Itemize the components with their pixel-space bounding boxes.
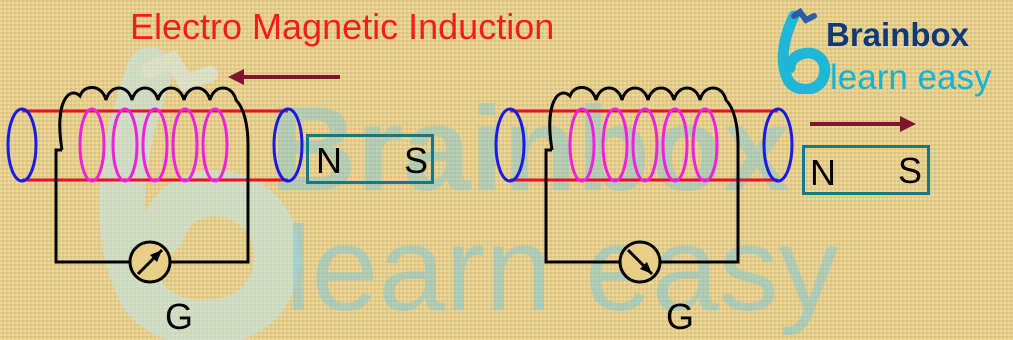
right-coil-loops bbox=[568, 107, 719, 183]
right-galvanometer-icon bbox=[618, 240, 662, 284]
right-pole-north: N bbox=[810, 152, 836, 193]
left-coil-loops bbox=[78, 107, 229, 183]
brainbox-logo-icon bbox=[777, 7, 831, 94]
left-end-ring-left bbox=[6, 107, 38, 183]
left-bar-magnet bbox=[306, 134, 434, 184]
left-circuit-wire-right bbox=[170, 145, 250, 264]
left-winding bbox=[58, 86, 250, 151]
brand-tagline: learn easy bbox=[830, 58, 992, 97]
right-galvanometer-label: G bbox=[666, 296, 695, 337]
right-end-ring-left bbox=[494, 107, 526, 183]
right-bar-magnet bbox=[802, 145, 930, 195]
right-winding bbox=[548, 86, 740, 151]
left-pole-south: S bbox=[404, 140, 429, 181]
left-galvanometer-icon bbox=[128, 240, 172, 284]
diagram-title: Electro Magnetic Induction bbox=[130, 6, 555, 47]
left-arrow-left-icon bbox=[228, 69, 340, 85]
right-circuit-wire bbox=[544, 148, 620, 264]
left-pole-north: N bbox=[316, 140, 342, 181]
left-end-ring-right bbox=[272, 107, 304, 183]
brand-name: Brainbox bbox=[826, 16, 970, 53]
watermark-brand: Brainbox bbox=[270, 82, 791, 216]
right-end-ring-right bbox=[762, 107, 794, 183]
right-circuit-wire-right bbox=[660, 145, 740, 264]
right-pole-south: S bbox=[898, 150, 923, 191]
left-galvanometer-label: G bbox=[165, 296, 194, 337]
right-arrow-right-icon bbox=[810, 116, 916, 132]
left-circuit-wire bbox=[54, 148, 130, 264]
watermark-tagline: learn easy bbox=[285, 202, 839, 336]
